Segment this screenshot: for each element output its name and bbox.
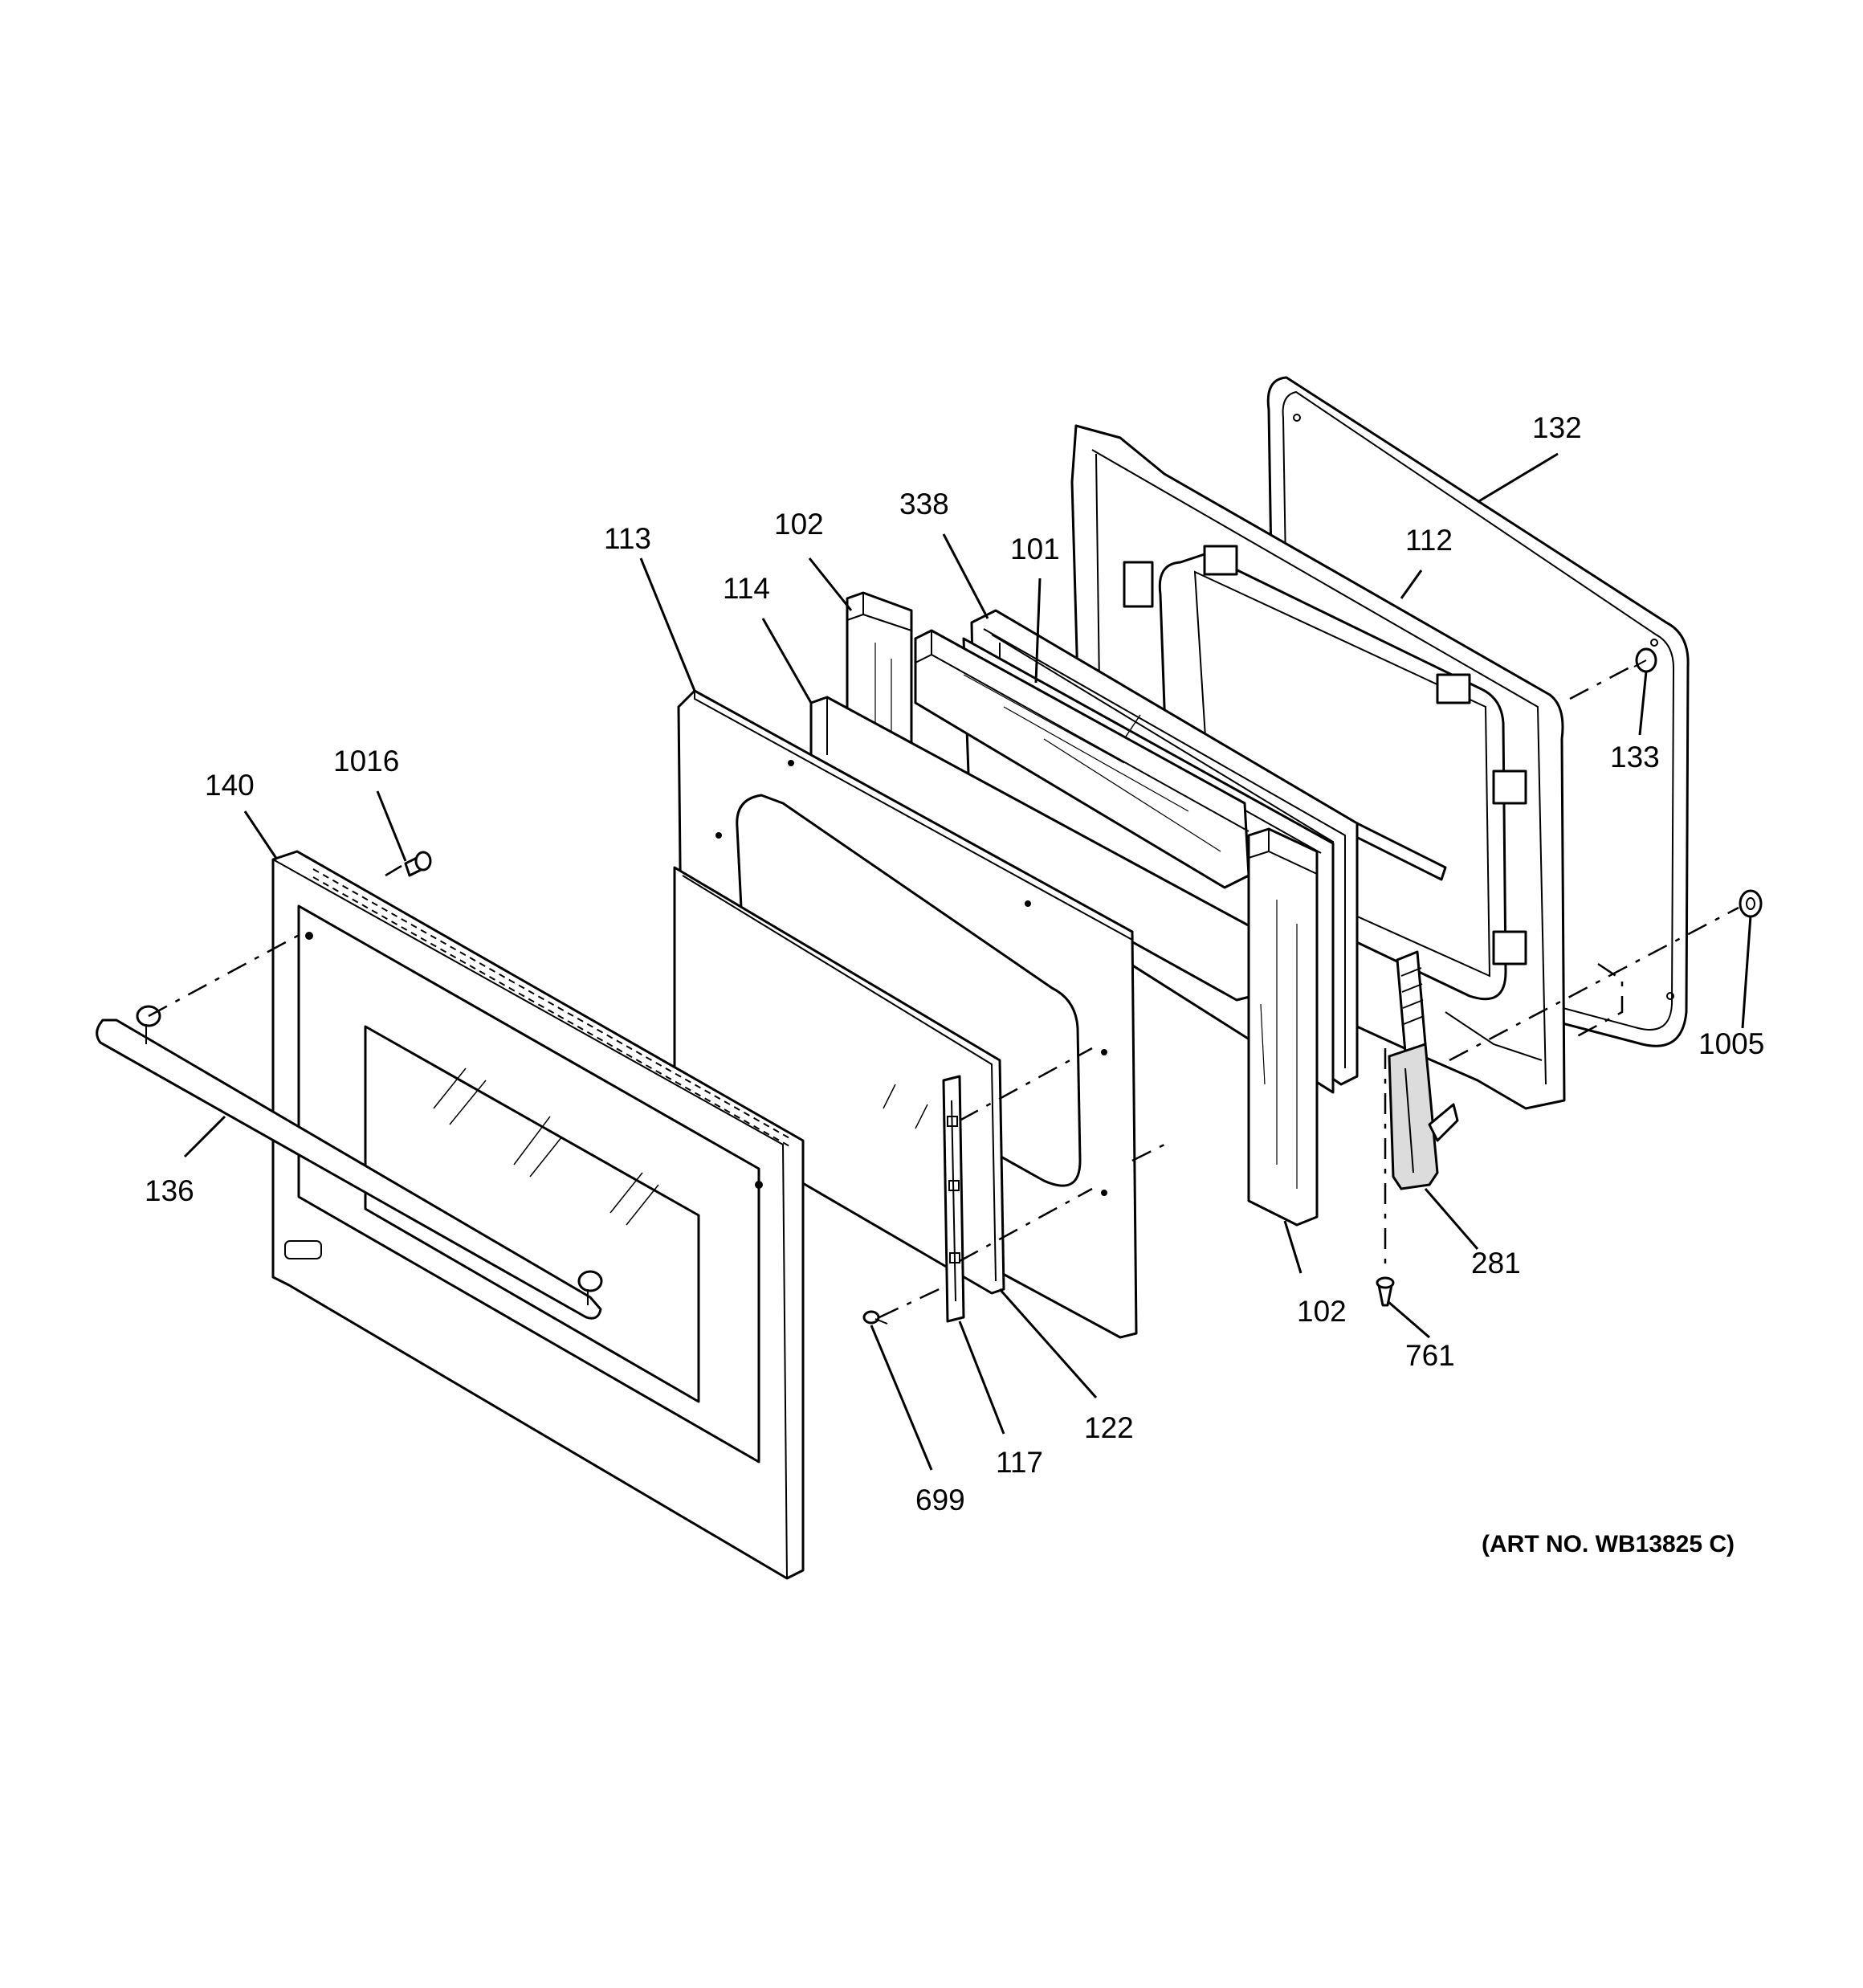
callout-281: 281 — [1471, 1247, 1521, 1280]
callout-101: 101 — [1010, 533, 1060, 565]
hinge-strip-117 — [942, 1075, 965, 1323]
art-number: (ART NO. WB13825 C) — [1482, 1531, 1735, 1557]
screw-1005 — [1739, 889, 1763, 918]
callout-117: 117 — [996, 1446, 1043, 1479]
callout-labels: 132 112 338 101 102 113 114 133 1005 101… — [145, 411, 1764, 1517]
outer-door-140 — [271, 850, 805, 1580]
callout-122: 122 — [1084, 1411, 1134, 1444]
callout-1005: 1005 — [1698, 1027, 1764, 1060]
callout-102-top: 102 — [774, 508, 824, 541]
insulation-102-bottom — [1247, 827, 1319, 1227]
vent-slots — [312, 868, 792, 1148]
callout-140: 140 — [205, 769, 255, 802]
callout-132: 132 — [1532, 411, 1582, 444]
callout-114: 114 — [723, 572, 770, 605]
leader-lines — [183, 452, 1752, 1471]
handle-136 — [96, 1005, 603, 1320]
callout-112: 112 — [1405, 524, 1453, 557]
screw-699 — [862, 1310, 888, 1325]
callout-136: 136 — [145, 1174, 194, 1207]
callout-133: 133 — [1610, 741, 1660, 774]
screw-761 — [1376, 1276, 1395, 1307]
callout-761: 761 — [1405, 1339, 1455, 1372]
assembly-lines — [148, 663, 1739, 1319]
callout-102-bottom: 102 — [1297, 1295, 1347, 1328]
screw-1016 — [404, 851, 432, 877]
callout-1016: 1016 — [333, 745, 399, 778]
callout-338: 338 — [899, 488, 949, 520]
callout-699: 699 — [915, 1484, 965, 1517]
callout-113: 113 — [604, 522, 651, 555]
hinge-281 — [1388, 950, 1459, 1190]
